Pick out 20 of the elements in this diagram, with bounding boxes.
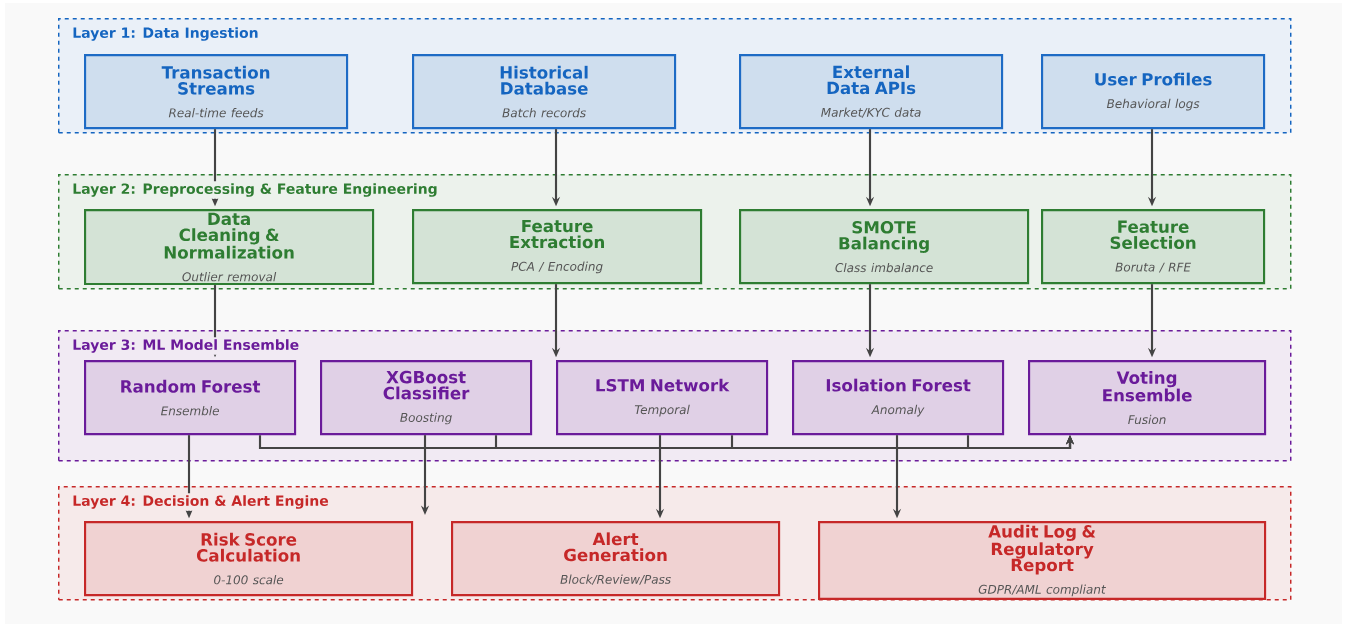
process-box: Historical Database Batch records <box>412 54 677 130</box>
layer-title: Layer 1: Data Ingestion <box>70 25 261 43</box>
process-box: Feature Extraction PCA / Encoding <box>412 209 703 285</box>
process-box: Data Cleaning & Normalization Outlier removal <box>84 209 375 286</box>
process-box: Random Forest Ensemble <box>84 360 297 436</box>
process-box: XGBoost Classifier Boosting <box>320 360 533 436</box>
process-box: LSTM Network Temporal <box>556 360 769 436</box>
process-box: User Profiles Behavioral logs <box>1041 54 1266 130</box>
process-box: Feature Selection Boruta / RFE <box>1041 209 1266 285</box>
layer-title: Layer 3: ML Model Ensemble <box>70 337 302 355</box>
process-box: Voting Ensemble Fusion <box>1028 360 1267 436</box>
process-box: Isolation Forest Anomaly <box>792 360 1005 436</box>
process-box: SMOTE Balancing Class imbalance <box>739 209 1030 285</box>
process-box: Risk Score Calculation 0-100 scale <box>84 521 414 597</box>
process-box: External Data APIs Market/KYC data <box>739 54 1004 130</box>
process-box: Audit Log & Regulatory Report GDPR/AML compliant <box>818 521 1267 600</box>
process-box: Transaction Streams Real-time feeds <box>84 54 349 130</box>
process-box: Alert Generation Block/Review/Pass <box>451 521 781 597</box>
layer-title: Layer 4: Decision & Alert Engine <box>70 493 331 511</box>
layer-title: Layer 2: Preprocessing & Feature Engineering <box>70 181 440 199</box>
